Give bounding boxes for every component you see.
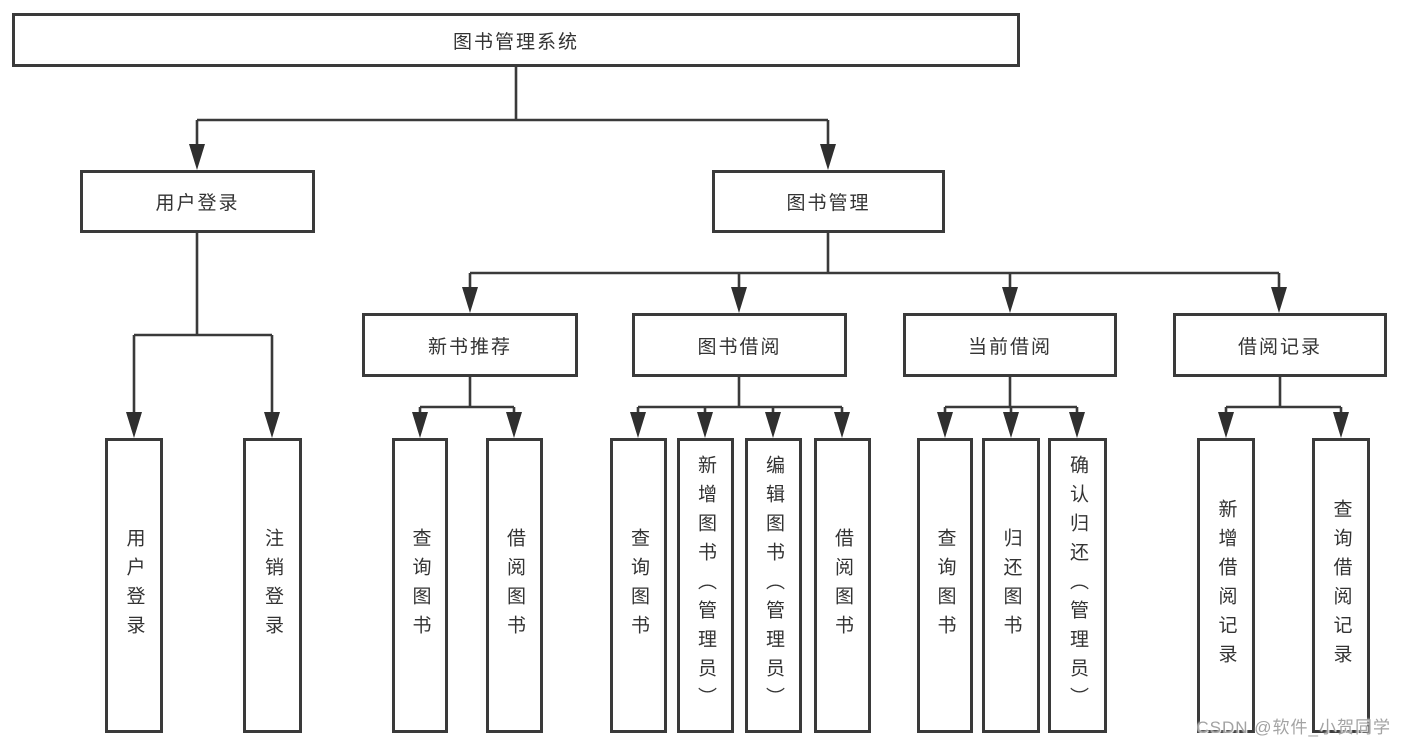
leaf-add-books-admin: 新增图书（管理员） <box>677 438 734 733</box>
leaf-borrow-books-recommend: 借阅图书 <box>486 438 543 733</box>
leaf-logout: 注销登录 <box>243 438 302 733</box>
node-book-borrowing: 图书借阅 <box>632 313 847 377</box>
node-new-book-recommend: 新书推荐 <box>362 313 578 377</box>
node-root-system: 图书管理系统 <box>12 13 1020 67</box>
leaf-borrow-books: 借阅图书 <box>814 438 871 733</box>
leaf-query-books-current: 查询图书 <box>917 438 973 733</box>
leaf-user-login: 用户登录 <box>105 438 163 733</box>
leaf-return-books: 归还图书 <box>982 438 1040 733</box>
leaf-confirm-return-admin: 确认归还（管理员） <box>1048 438 1107 733</box>
node-current-borrowing: 当前借阅 <box>903 313 1117 377</box>
node-user-login-branch: 用户登录 <box>80 170 315 233</box>
leaf-query-borrow-record: 查询借阅记录 <box>1312 438 1370 733</box>
leaf-edit-books-admin: 编辑图书（管理员） <box>745 438 802 733</box>
csdn-watermark: CSDN @软件_小贺同学 <box>1196 718 1391 737</box>
leaf-query-books-recommend: 查询图书 <box>392 438 448 733</box>
node-borrowing-records: 借阅记录 <box>1173 313 1387 377</box>
leaf-add-borrow-record: 新增借阅记录 <box>1197 438 1255 733</box>
leaf-query-books-borrowing: 查询图书 <box>610 438 667 733</box>
node-book-management-branch: 图书管理 <box>712 170 945 233</box>
